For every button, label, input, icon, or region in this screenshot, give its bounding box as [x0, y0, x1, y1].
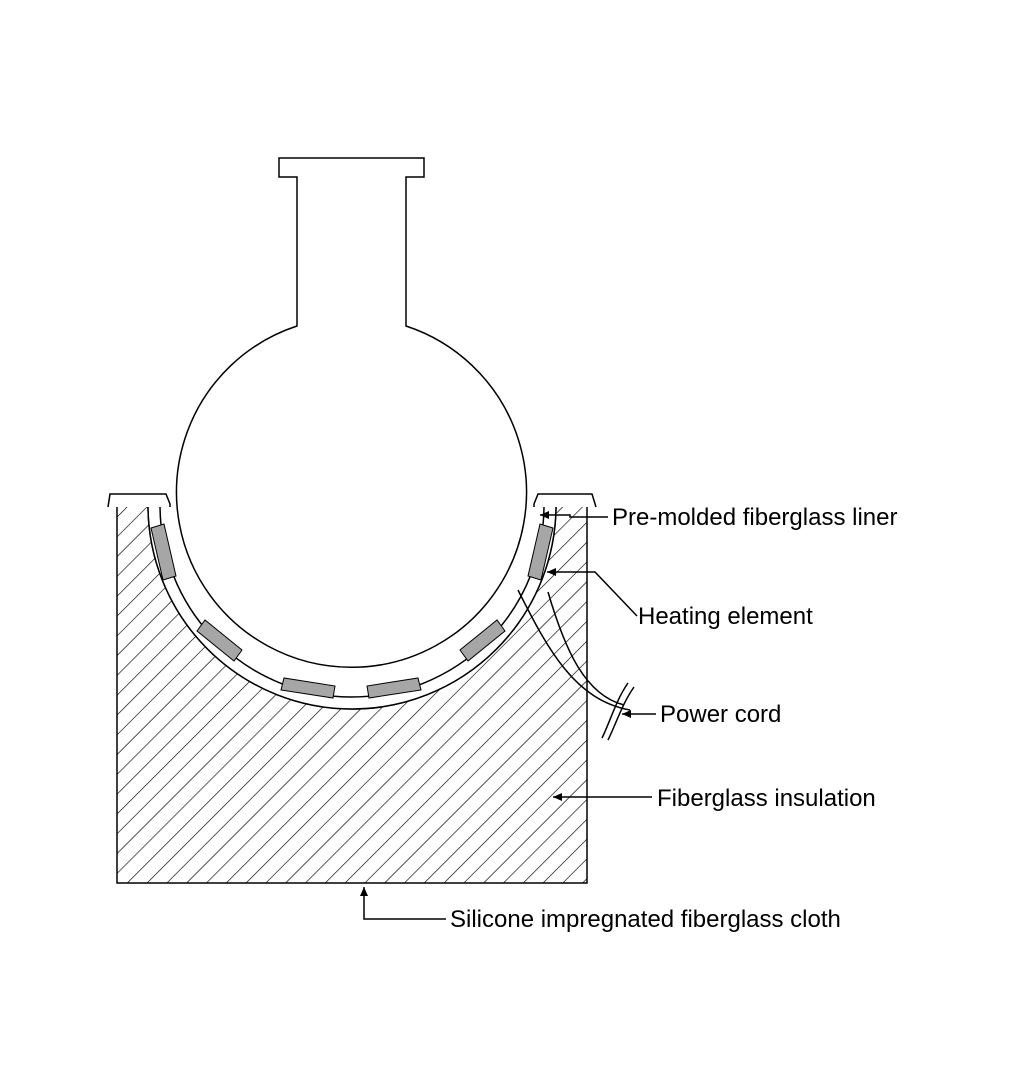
- heating-segment: [196, 619, 243, 662]
- label-heating-element: Heating element: [638, 603, 813, 630]
- label-liner: Pre-molded fiberglass liner: [612, 504, 897, 531]
- heating-segment: [459, 619, 506, 662]
- mantle-rim-right: [533, 493, 597, 508]
- power-cord: [517, 589, 635, 741]
- heating-segment: [150, 523, 177, 581]
- heating-leader-line: [547, 568, 638, 617]
- label-power-cord: Power cord: [660, 701, 781, 728]
- heating-segment: [280, 677, 336, 699]
- heating-segment: [527, 523, 554, 581]
- cloth-leader-line: [360, 887, 446, 920]
- label-fiberglass-insulation: Fiberglass insulation: [657, 785, 876, 812]
- mantle-rim-left: [107, 493, 171, 508]
- heating-element: [150, 523, 554, 699]
- round-bottom-flask: [175, 157, 528, 669]
- liner-leader-line: [540, 511, 608, 519]
- heating-segment: [366, 677, 422, 699]
- label-fiberglass-cloth: Silicone impregnated fiberglass cloth: [450, 906, 841, 933]
